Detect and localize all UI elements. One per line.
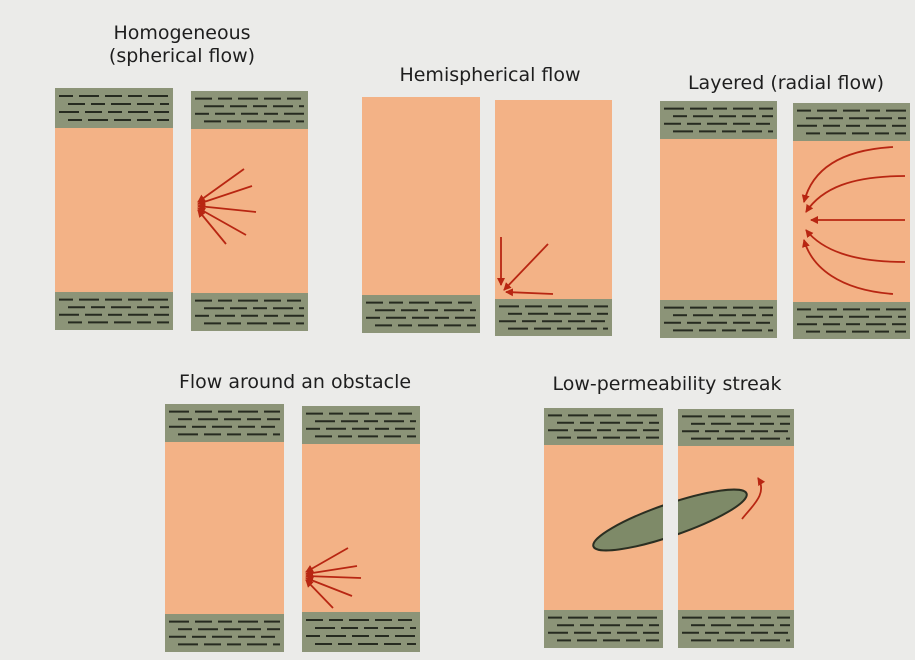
column-gap	[663, 409, 678, 648]
homogeneous-col-right-top-aquitard	[191, 91, 308, 129]
streak-col-right-top-aquitard	[678, 409, 794, 446]
hemispherical-col-right-bottom-aquitard	[495, 299, 612, 336]
layered-col-left-bottom-aquitard	[660, 300, 777, 338]
caption-homogeneous: Homogeneous (spherical flow)	[109, 22, 255, 68]
caption-streak: Low-permeability streak	[552, 373, 781, 396]
caption-layered: Layered (radial flow)	[688, 72, 884, 95]
caption-obstacle: Flow around an obstacle	[179, 371, 411, 394]
layered-col-left-top-aquitard	[660, 101, 777, 139]
homogeneous-col-left-bottom-aquitard	[55, 292, 173, 330]
caption-homogeneous-line2: (spherical flow)	[109, 45, 255, 67]
streak-col-left-bottom-aquitard	[544, 610, 663, 648]
layered-col-right-top-aquitard	[793, 103, 910, 141]
layered-col-right-bottom-aquitard	[793, 302, 910, 339]
streak-col-left-top-aquitard	[544, 408, 663, 445]
homogeneous-col-left-top-aquitard	[55, 88, 173, 128]
homogeneous-col-right-bottom-aquitard	[191, 293, 308, 331]
caption-hemispherical: Hemispherical flow	[399, 64, 580, 87]
obstacle-col-left-bottom-aquitard	[165, 614, 284, 652]
streak-col-right-bottom-aquitard	[678, 610, 794, 648]
obstacle-col-left-top-aquitard	[165, 404, 284, 442]
obstacle-col-right-top-aquitard	[302, 406, 420, 444]
obstacle-col-right-bottom-aquitard	[302, 612, 420, 652]
hemispherical-col-left-bottom-aquitard	[362, 295, 480, 333]
caption-homogeneous-line1: Homogeneous	[113, 22, 250, 44]
